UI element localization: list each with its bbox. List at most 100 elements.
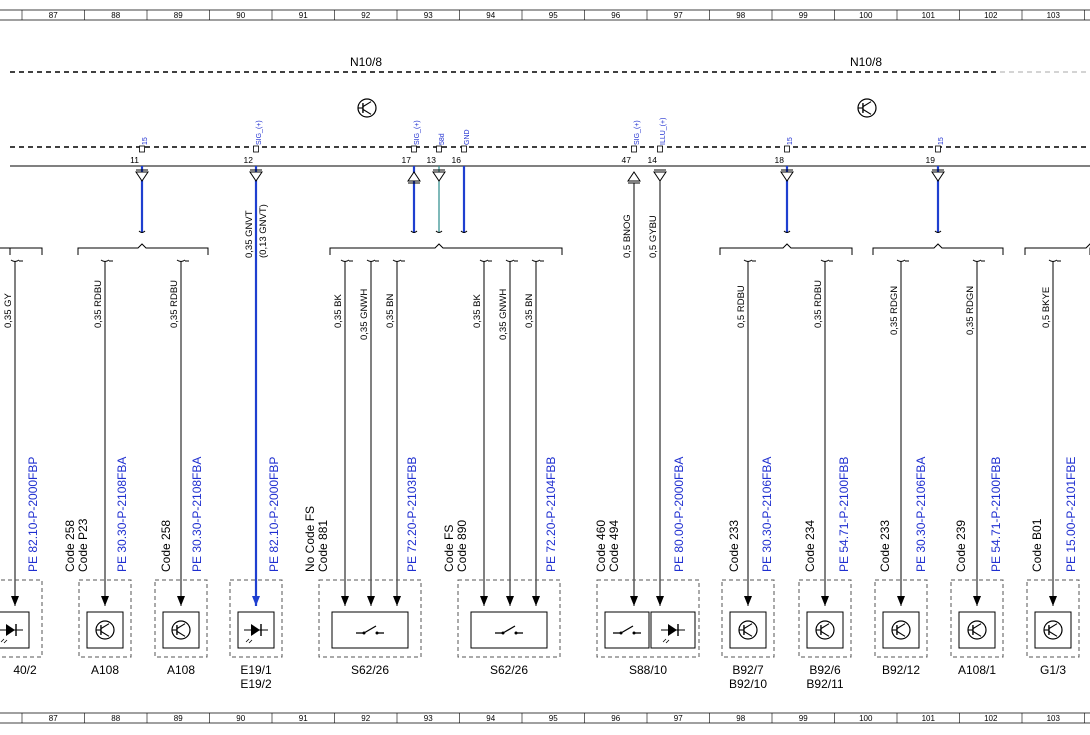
- component-name: B92/11: [806, 677, 843, 691]
- switch-contact: [502, 625, 516, 634]
- led-ray: [662, 638, 667, 643]
- wire-label: 0,35 GY: [3, 292, 14, 328]
- circuit-reference-link: PE 72.20-P-2103FBB: [405, 457, 419, 572]
- wire-arrowhead: [367, 596, 375, 606]
- component-symbol-box: [729, 611, 767, 649]
- component-symbol-box: [162, 611, 200, 649]
- diode-triangle: [668, 624, 677, 636]
- bundle-a108: [77, 243, 209, 255]
- led-ray: [245, 638, 250, 643]
- bundle-brace: [0, 247, 43, 255]
- ruler-bottom-cell-label: 97: [674, 714, 683, 723]
- circuit-reference-link: PE 80.00-P-2000FBA: [672, 457, 686, 572]
- signal-output-arrow: [653, 171, 667, 182]
- transistor-collector: [896, 623, 906, 630]
- pin-number: 19: [926, 155, 936, 165]
- wire-arrowhead: [532, 596, 540, 606]
- wire-break-mark: [410, 230, 418, 233]
- wire-arrowhead: [341, 596, 349, 606]
- bundle-brace: [1024, 243, 1090, 255]
- transistor-emitter: [1048, 630, 1058, 637]
- wire-label: 0,35 GNWH: [359, 289, 370, 340]
- circuit-reference-link: PE 54.71-P-2100FBB: [837, 457, 851, 572]
- pin-signal-label: 58d: [439, 133, 446, 145]
- ruler-bottom-cell-label: 92: [361, 714, 370, 723]
- transistor-emitter: [862, 108, 872, 115]
- code-label: Code 258: [159, 520, 173, 572]
- pin-signal-label: 15: [938, 137, 945, 145]
- ruler-top-cell-label: 90: [236, 11, 245, 20]
- wire-break-mark: [138, 230, 146, 233]
- module-label-right: N10/8: [850, 55, 882, 69]
- led-ray: [3, 639, 8, 644]
- component-name: S62/26: [490, 663, 528, 677]
- switch-pivot: [362, 631, 366, 635]
- pin-number: 47: [622, 155, 632, 165]
- component-symbol-box: [958, 611, 996, 649]
- pin-terminal: [139, 145, 145, 153]
- component-boundary: [0, 579, 43, 658]
- ruler-bottom-cell-label: 95: [549, 714, 558, 723]
- wire-arrowhead: [177, 596, 185, 606]
- component-name: A108: [91, 663, 119, 677]
- sensor-transistor-icon: [95, 620, 115, 640]
- component-symbol-box: [806, 611, 844, 649]
- pin-signal-label: 15: [787, 137, 794, 145]
- component-boundary: [229, 579, 283, 658]
- ruler-top-cell-label: 88: [111, 11, 120, 20]
- wire-arrowhead: [506, 596, 514, 606]
- switch-pivot: [501, 631, 505, 635]
- module-transistor-icon-left: [357, 98, 377, 118]
- component-name: A108/1: [958, 663, 996, 677]
- wire-arrowhead: [1049, 596, 1057, 606]
- wire-label: 0,35 RDGN: [965, 286, 976, 335]
- pin-terminal: [631, 145, 637, 153]
- circuit-reference-link: PE 15.00-P-2101FBE: [1064, 457, 1078, 572]
- sensor-transistor-icon: [815, 620, 835, 640]
- wire-label: 0,35 RDBU: [169, 280, 180, 328]
- wire-arrowhead: [744, 596, 752, 606]
- transistor-emitter: [743, 630, 753, 637]
- component-boundary: [874, 579, 928, 658]
- transistor-emitter: [100, 630, 110, 637]
- code-label: No Code FS: [303, 506, 317, 572]
- bundle-g13: [1024, 243, 1090, 255]
- ruler-top-cell-label: 97: [674, 11, 683, 20]
- wire-label-alt: (0,13 GNVT): [258, 204, 269, 258]
- transistor-emitter: [176, 630, 186, 637]
- wire-label: 0,5 GYBU: [648, 215, 659, 258]
- wire-arrowhead: [480, 596, 488, 606]
- led-ray: [248, 639, 253, 644]
- ruler-top-cell-label: 101: [922, 11, 936, 20]
- pin-signal-label: GND: [464, 129, 471, 145]
- pin-signal-label: SIG_(+): [634, 120, 641, 145]
- wire-break-mark: [460, 230, 468, 233]
- component-name: B92/6: [809, 663, 841, 677]
- pin-signal-label: 15: [142, 137, 149, 145]
- wire-label: 0,35 RDGN: [889, 286, 900, 335]
- transistor-collector: [362, 101, 372, 108]
- led-ray: [0, 638, 5, 643]
- signal-input-arrow: [627, 171, 641, 182]
- circuit-reference-link: PE 82.10-P-2000FBP: [267, 457, 281, 572]
- component-boundary: [798, 579, 852, 658]
- circuit-reference-link: PE 54.71-P-2100FBB: [989, 457, 1003, 572]
- pin-terminal: [461, 145, 467, 153]
- code-label: Code 234: [803, 520, 817, 572]
- sensor-transistor-icon: [1043, 620, 1063, 640]
- transistor-collector: [176, 623, 186, 630]
- bundle-brace: [77, 243, 209, 255]
- switch-pivot: [514, 631, 518, 635]
- led-ray: [665, 639, 670, 644]
- component-name: B92/7: [732, 663, 764, 677]
- wire-arrowhead: [393, 596, 401, 606]
- transistor-emitter: [820, 630, 830, 637]
- signal-output-arrow: [135, 171, 149, 182]
- component-boundary: [154, 579, 208, 658]
- ruler-top-cell-label: 95: [549, 11, 558, 20]
- circuit-reference-link: PE 30.30-P-2106FBA: [760, 457, 774, 572]
- switch-pivot: [375, 631, 379, 635]
